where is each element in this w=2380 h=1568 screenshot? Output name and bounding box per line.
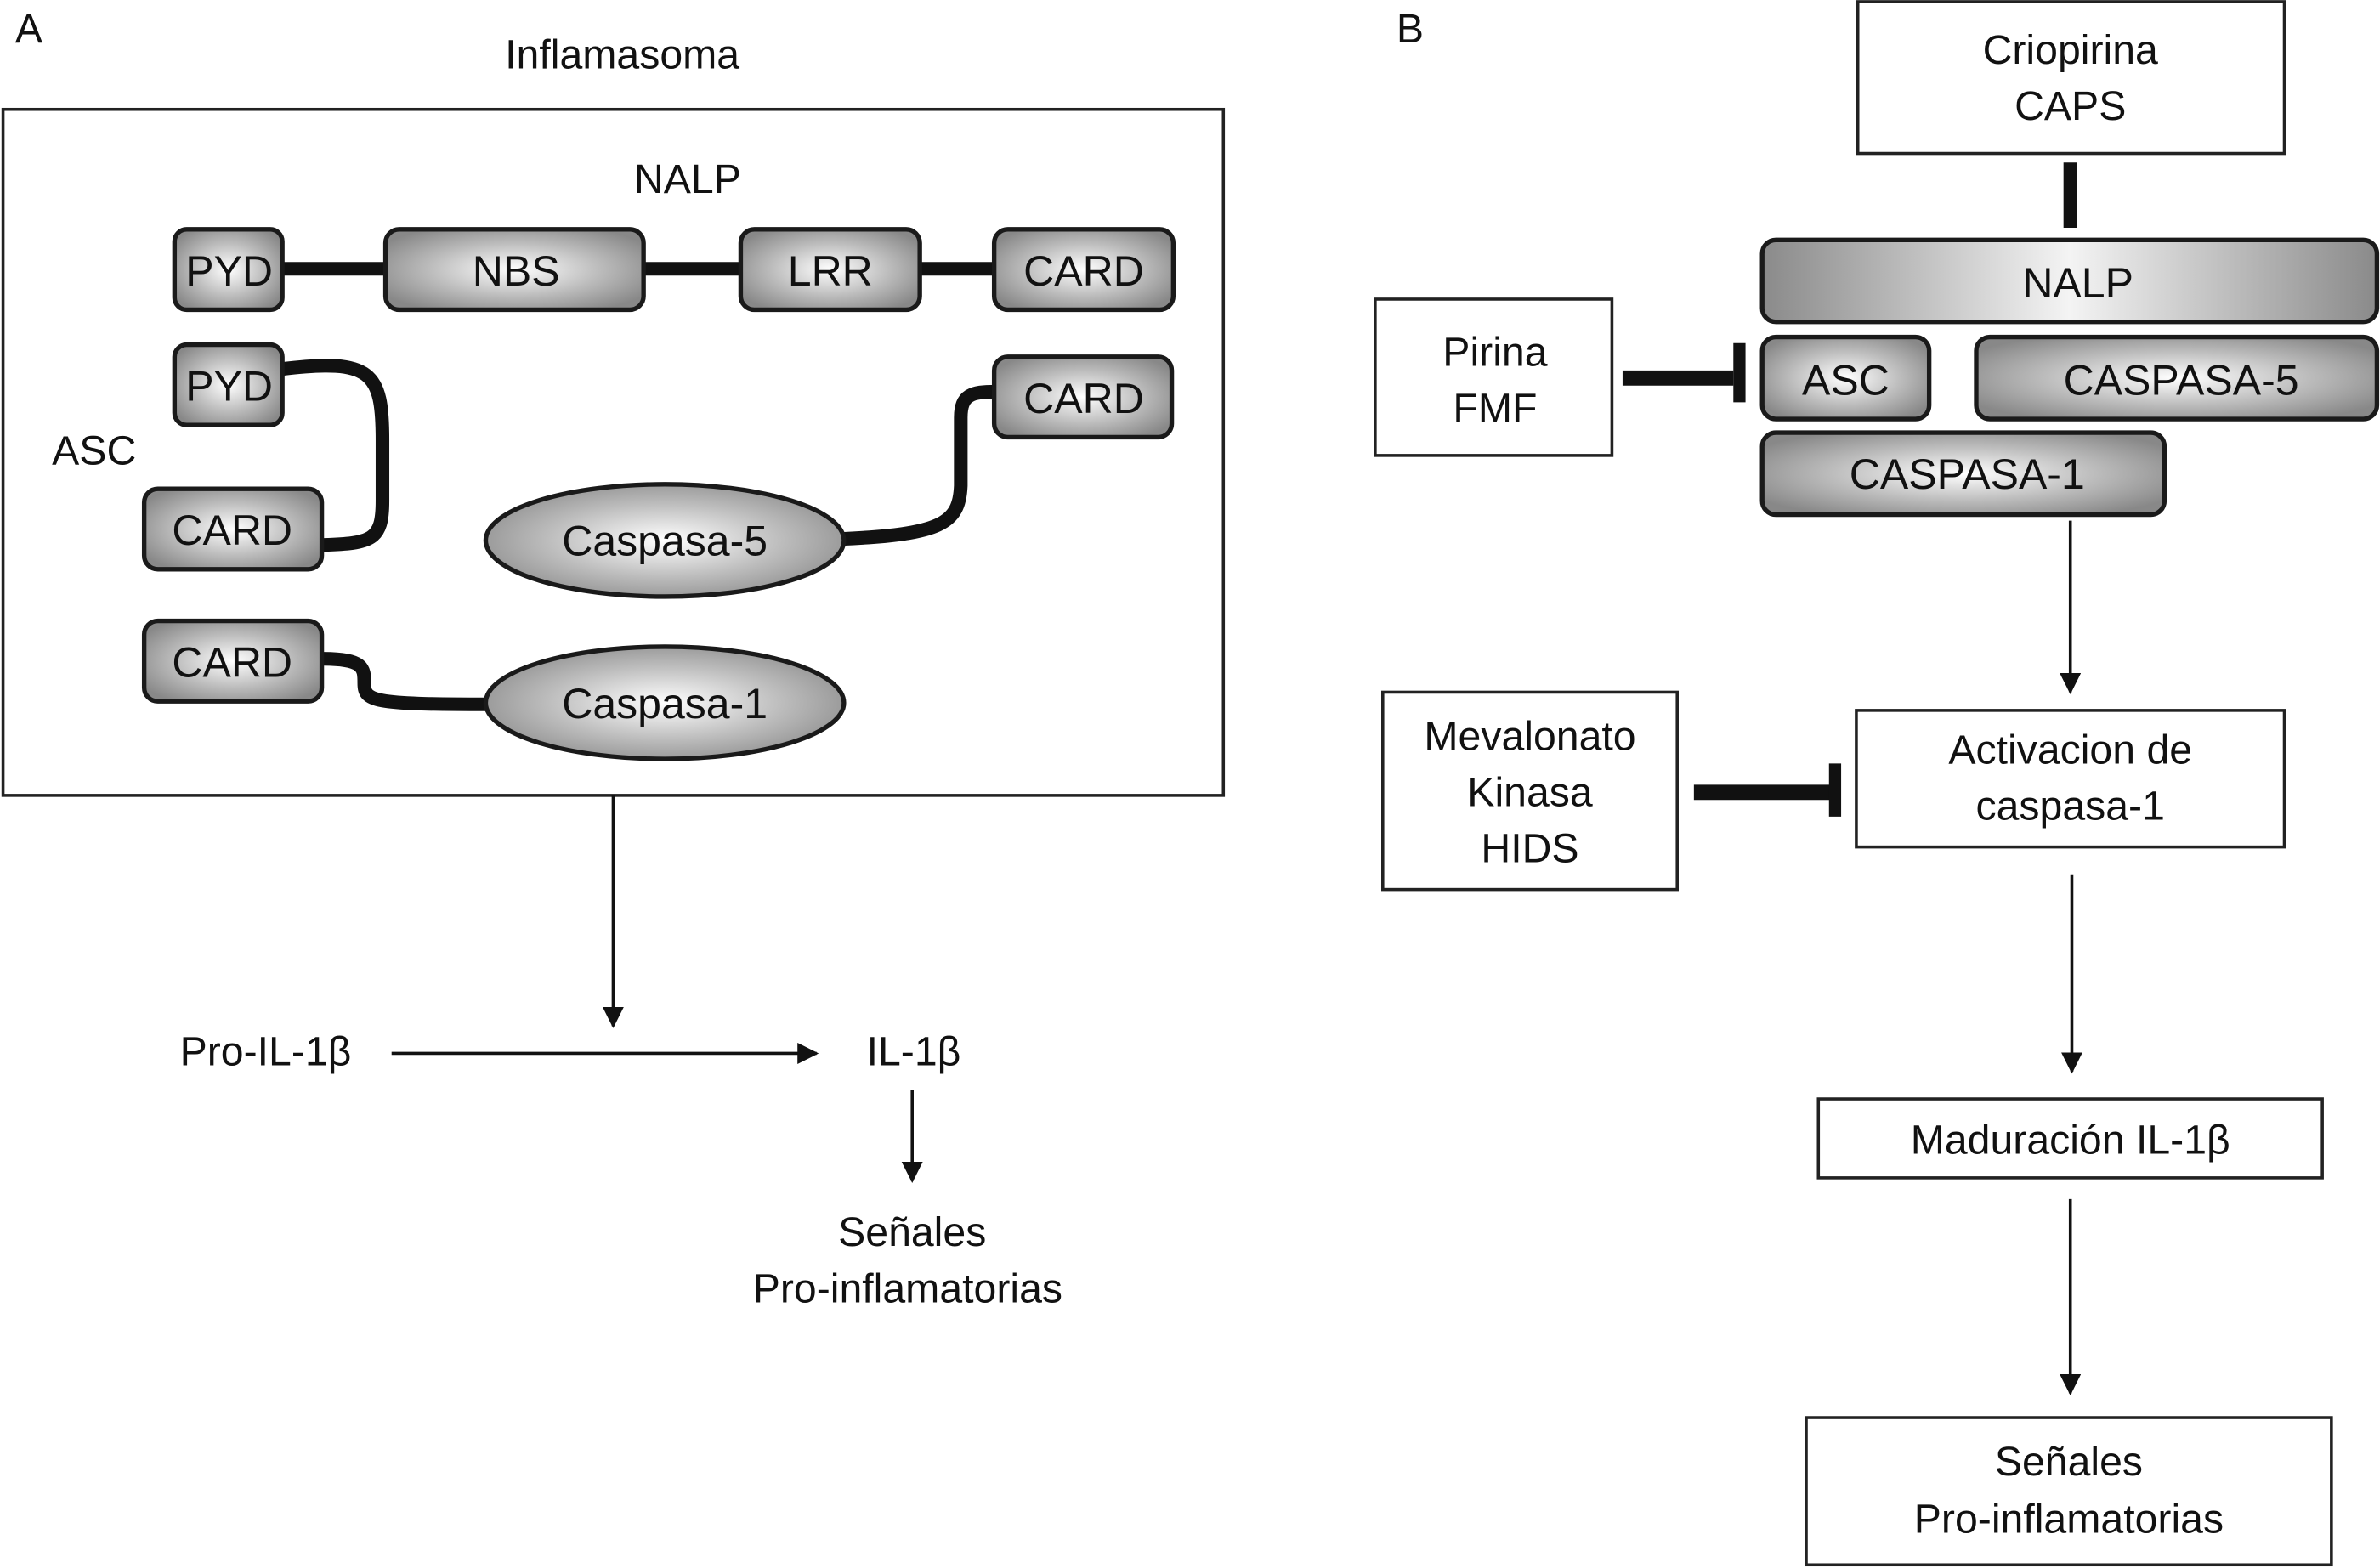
svg-text:CARD: CARD bbox=[172, 639, 292, 687]
il1b-label: IL-1β bbox=[867, 1029, 961, 1075]
svg-text:Kinasa: Kinasa bbox=[1467, 769, 1593, 815]
svg-text:caspasa-1: caspasa-1 bbox=[1976, 783, 2165, 829]
nalp-nbs-domain: NBS bbox=[382, 227, 646, 313]
svg-text:CASPASA-5: CASPASA-5 bbox=[2064, 356, 2299, 404]
caspase5-linker bbox=[836, 384, 1003, 546]
svg-text:Criopirina: Criopirina bbox=[1983, 27, 2158, 73]
asc-label: ASC bbox=[52, 428, 136, 474]
caspase1-card-domain: CARD bbox=[141, 618, 325, 704]
panel-a-output-line2: Pro-inflamatorias bbox=[753, 1265, 1062, 1311]
panel-b-letter: B bbox=[1397, 6, 1424, 52]
svg-text:Pirina: Pirina bbox=[1442, 330, 1547, 376]
nalp-card-domain: CARD bbox=[991, 227, 1176, 313]
caspase1-body: Caspasa-1 bbox=[483, 644, 847, 761]
mevalonato-box: Mevalonato Kinasa HIDS bbox=[1381, 690, 1679, 892]
nalp-complex-bar: NALP bbox=[1760, 237, 2380, 325]
svg-text:Señales: Señales bbox=[1995, 1439, 2143, 1485]
svg-text:Maduración IL-1β: Maduración IL-1β bbox=[1911, 1117, 2230, 1163]
caspasa5-complex-box: CASPASA-5 bbox=[1974, 334, 2380, 422]
pro-il1b-label: Pro-IL-1β bbox=[180, 1029, 352, 1075]
svg-text:Mevalonato: Mevalonato bbox=[1424, 713, 1635, 759]
caspase1-linker bbox=[314, 652, 493, 711]
svg-text:Caspasa-1: Caspasa-1 bbox=[562, 680, 768, 727]
caspase5-card-domain: CARD bbox=[991, 354, 1175, 440]
svg-text:LRR: LRR bbox=[788, 247, 873, 295]
nalp-pyd-domain: PYD bbox=[172, 227, 285, 313]
asc-complex-box: ASC bbox=[1760, 334, 1932, 422]
svg-text:CARD: CARD bbox=[1023, 247, 1144, 295]
panel-a-letter: A bbox=[15, 6, 43, 52]
caspase5-body: Caspasa-5 bbox=[483, 482, 847, 599]
svg-text:NBS: NBS bbox=[473, 247, 560, 295]
svg-text:Activacion de: Activacion de bbox=[1948, 727, 2192, 773]
criopirina-box: Criopirina CAPS bbox=[1856, 0, 2286, 156]
activacion-box: Activacion de caspasa-1 bbox=[1855, 709, 2286, 849]
svg-text:PYD: PYD bbox=[185, 363, 273, 410]
maduracion-box: Maduración IL-1β bbox=[1816, 1097, 2324, 1180]
svg-text:ASC: ASC bbox=[1802, 356, 1890, 404]
asc-card-domain: CARD bbox=[141, 486, 325, 572]
senales-box: Señales Pro-inflamatorias bbox=[1805, 1416, 2333, 1567]
asc-pyd-domain: PYD bbox=[172, 342, 285, 427]
svg-text:CASPASA-1: CASPASA-1 bbox=[1850, 450, 2085, 498]
inflammasome-title: Inflamasoma bbox=[505, 32, 740, 78]
svg-text:HIDS: HIDS bbox=[1481, 825, 1578, 871]
svg-text:CAPS: CAPS bbox=[2014, 83, 2126, 129]
svg-text:Pro-inflamatorias: Pro-inflamatorias bbox=[1914, 1497, 2224, 1543]
caspasa1-complex-box: CASPASA-1 bbox=[1760, 430, 2168, 518]
pirina-box: Pirina FMF bbox=[1374, 297, 1614, 457]
svg-text:Caspasa-5: Caspasa-5 bbox=[562, 518, 768, 565]
svg-text:CARD: CARD bbox=[1023, 375, 1144, 422]
nalp-label: NALP bbox=[634, 156, 741, 202]
asc-linker bbox=[275, 359, 390, 552]
nalp-lrr-domain: LRR bbox=[738, 227, 922, 313]
svg-text:NALP: NALP bbox=[2022, 259, 2134, 307]
panel-a-output-line1: Señales bbox=[838, 1209, 986, 1255]
svg-text:FMF: FMF bbox=[1453, 386, 1537, 432]
svg-text:PYD: PYD bbox=[185, 247, 273, 295]
svg-text:CARD: CARD bbox=[172, 507, 292, 554]
